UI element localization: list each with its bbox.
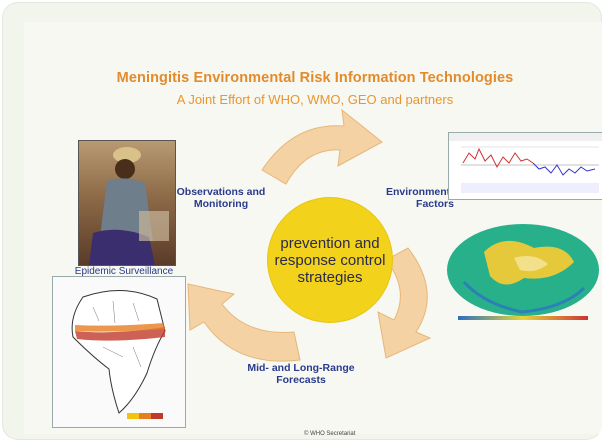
world-humidity-map-icon	[444, 212, 602, 322]
climate-timeseries-icon	[448, 132, 602, 200]
slide-subtitle: A Joint Effort of WHO, WMO, GEO and part…	[176, 92, 454, 107]
copyright-note: © WHO Secretariat	[304, 431, 356, 437]
center-strategy-circle: prevention and response control strategi…	[268, 198, 392, 322]
arrow-top	[261, 108, 383, 185]
cycle-arrows	[187, 108, 432, 362]
surveillance-photo-icon	[78, 140, 176, 266]
stage-forecasts: Mid- and Long-Range Forecasts	[247, 362, 355, 386]
slide-frame: Meningitis Environmental Risk Informatio…	[2, 2, 602, 440]
africa-meningitis-map-icon	[52, 276, 186, 428]
caption-epidemic: Epidemic Surveillance	[74, 266, 174, 277]
arrow-right	[377, 247, 432, 359]
slide-title: Meningitis Environmental Risk Informatio…	[116, 70, 514, 86]
arrow-left	[187, 283, 301, 362]
center-label: prevention and response control strategi…	[274, 234, 386, 286]
slide: Meningitis Environmental Risk Informatio…	[24, 22, 602, 437]
stage-observations: Observations and Monitoring	[176, 186, 266, 210]
